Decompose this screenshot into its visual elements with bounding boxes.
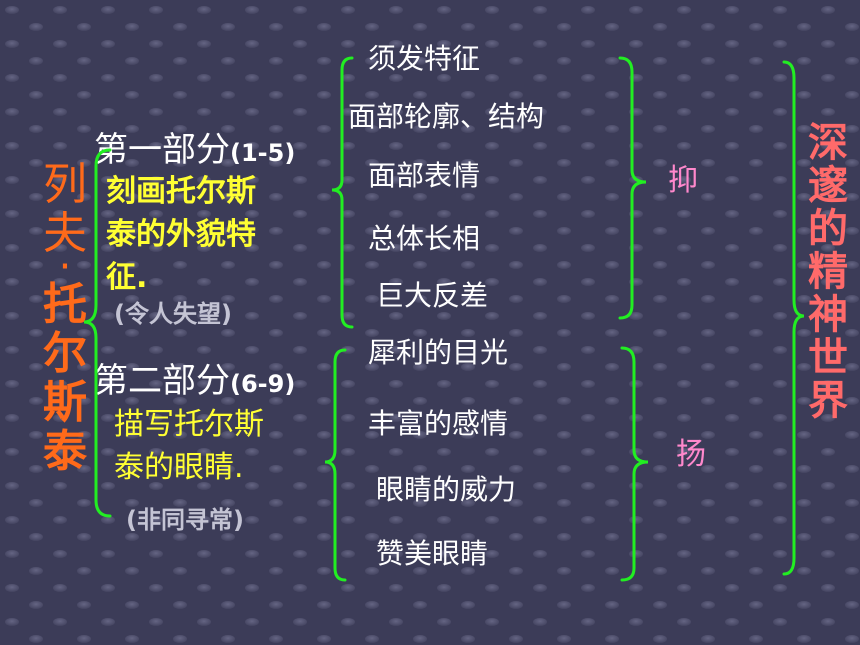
conclusion-char: 邃 [808, 163, 848, 209]
title-char: 斯 [43, 377, 87, 428]
part1-desc-line3: 征. [106, 260, 148, 295]
part2-note: (非同寻常) [126, 506, 244, 534]
group1-item: 总体长相 [368, 222, 481, 255]
group2-item: 眼睛的威力 [376, 473, 517, 506]
group2-item: 犀利的目光 [368, 336, 509, 369]
part1-desc-line2: 泰的外貌特 [106, 217, 256, 252]
label-suppress: 抑 [668, 163, 698, 198]
title-char: 尔 [43, 328, 87, 379]
part2-desc-line1: 描写托尔斯 [114, 407, 264, 442]
group1-item: 巨大反差 [376, 279, 489, 312]
part2-desc-line2: 泰的眼睛. [114, 450, 244, 485]
conclusion-char: 世 [808, 335, 848, 381]
title-char: 列 [43, 159, 87, 210]
title-char: 泰 [43, 426, 87, 477]
part1-heading-text: 第一部分 [94, 130, 230, 170]
part2-heading-text: 第二部分 [94, 361, 230, 401]
group1-item: 面部表情 [368, 159, 481, 192]
part1-desc-line1: 刻画托尔斯 [106, 174, 256, 209]
part1-range: (1-5) [230, 139, 296, 167]
title-char: 托 [43, 279, 87, 330]
conclusion-char: 神 [808, 292, 848, 338]
conclusion-vertical: 深 邃 的 精 神 世 界 [800, 122, 856, 423]
group1-item: 须发特征 [368, 42, 481, 75]
conclusion-char: 的 [808, 206, 848, 252]
conclusion-char: 精 [808, 249, 848, 295]
group1-item: 面部轮廓、结构 [348, 100, 545, 133]
title-vertical: 列 夫 · 托 尔 斯 泰 [38, 160, 92, 476]
part1-heading: 第一部分(1-5) [94, 133, 295, 167]
label-raise: 扬 [676, 437, 706, 472]
title-char: 夫 [43, 208, 87, 259]
group2-item: 赞美眼睛 [376, 537, 489, 570]
group2-item: 丰富的感情 [368, 407, 509, 440]
part2-heading: 第二部分(6-9) [94, 364, 295, 398]
conclusion-char: 界 [808, 378, 848, 424]
part2-range: (6-9) [230, 370, 296, 398]
conclusion-char: 深 [808, 120, 848, 166]
part1-note: (令人失望) [114, 300, 232, 328]
title-char: · [58, 244, 72, 290]
